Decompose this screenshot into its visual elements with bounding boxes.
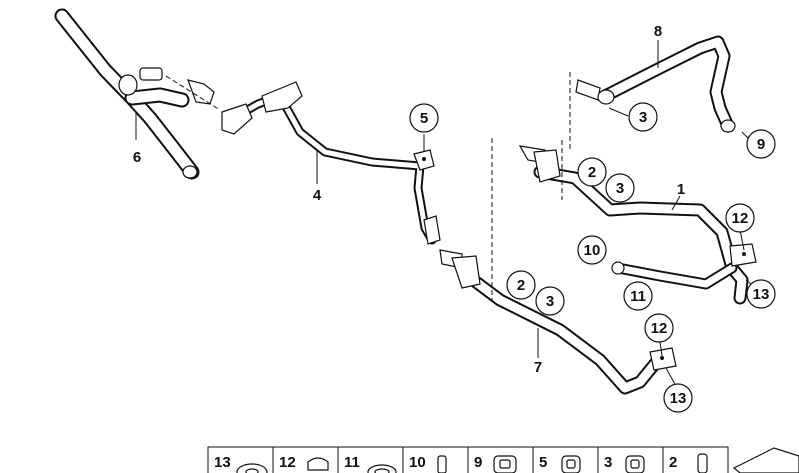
parts-strip: 13 12 11 10 9 5 3 xyxy=(207,446,799,473)
strip-label-12: 12 xyxy=(279,454,296,471)
callout-3-top-label: 3 xyxy=(639,109,647,126)
callout-12-lower: 12 xyxy=(644,313,674,343)
pipe-7 xyxy=(439,138,677,395)
strip-cell-10: 10 xyxy=(409,454,447,473)
strip-cell-13: 13 xyxy=(214,454,268,473)
callout-2-upper-label: 2 xyxy=(588,164,596,181)
strip-cell-12: 12 xyxy=(279,454,329,471)
callout-3-upper-label: 3 xyxy=(616,180,624,197)
callout-13-lower: 13 xyxy=(663,383,693,413)
callout-13-lower-label: 13 xyxy=(670,390,687,407)
callout-9-label: 9 xyxy=(757,136,765,153)
part-label-4: 4 xyxy=(313,187,322,204)
callout-11: 11 xyxy=(623,281,653,311)
strip-cell-3: 3 xyxy=(604,454,645,473)
callout-10-label: 10 xyxy=(584,242,601,259)
part-label-6: 6 xyxy=(133,149,141,166)
callout-13-right: 13 xyxy=(746,279,776,309)
callout-2-upper: 2 xyxy=(577,157,607,187)
part-label-7: 7 xyxy=(534,359,542,376)
strip-label-2: 2 xyxy=(669,454,677,471)
callout-11-label: 11 xyxy=(630,288,646,305)
callout-9: 9 xyxy=(746,129,776,159)
pipe-8 xyxy=(569,35,736,150)
pipe-4 xyxy=(221,81,441,245)
pipe-6 xyxy=(54,8,221,180)
callout-12-lower-label: 12 xyxy=(651,320,668,337)
strip-cell-2: 2 xyxy=(669,453,708,473)
strip-label-9: 9 xyxy=(474,454,482,471)
strip-label-3: 3 xyxy=(604,454,612,471)
strip-label-11: 11 xyxy=(344,454,360,471)
callout-10: 10 xyxy=(577,235,607,265)
callout-3-upper: 3 xyxy=(605,173,635,203)
strip-cell-9: 9 xyxy=(474,454,517,473)
strip-label-5: 5 xyxy=(539,454,547,471)
callout-3-lower: 3 xyxy=(535,286,565,316)
callout-3-top: 3 xyxy=(628,102,658,132)
pipe-1 xyxy=(518,140,757,305)
callout-3-lower-label: 3 xyxy=(546,293,554,310)
part-label-8: 8 xyxy=(654,23,662,40)
callout-13-right-label: 13 xyxy=(753,286,770,303)
strip-cell-11: 11 xyxy=(344,454,397,473)
strip-label-10: 10 xyxy=(409,454,426,471)
callout-2-lower-label: 2 xyxy=(517,277,525,294)
callout-5-label: 5 xyxy=(420,110,428,127)
strip-cell-5: 5 xyxy=(539,454,581,473)
strip-arrow xyxy=(732,447,799,473)
part-label-1: 1 xyxy=(677,181,685,198)
strip-label-13: 13 xyxy=(214,454,231,471)
callout-5: 5 xyxy=(409,103,439,133)
callout-12-right-label: 12 xyxy=(732,210,749,227)
callout-12-right: 12 xyxy=(725,203,755,233)
callout-2-lower: 2 xyxy=(506,270,536,300)
